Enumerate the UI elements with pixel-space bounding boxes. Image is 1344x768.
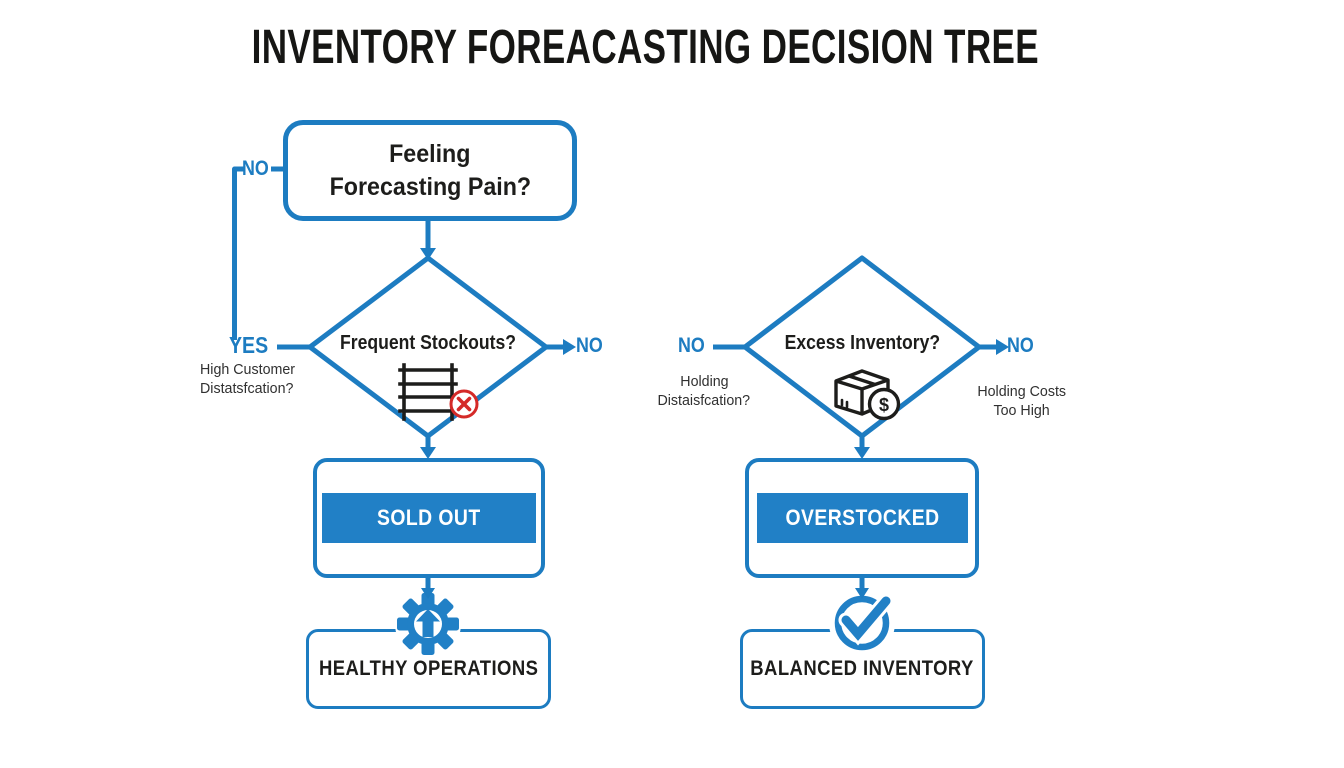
soldout-result-box: SOLD OUT bbox=[313, 458, 545, 578]
excess-no-right-note: Holding Costs Too High bbox=[977, 383, 1067, 419]
root-question-line2: Forecasting Pain? bbox=[329, 172, 531, 201]
root-no-label: NO bbox=[242, 157, 269, 180]
empty-shelf-x-icon bbox=[398, 363, 479, 421]
arrowhead-healthy-in bbox=[421, 588, 435, 599]
dollar-circle bbox=[867, 387, 901, 421]
overstocked-result-box: OVERSTOCKED bbox=[745, 458, 979, 578]
stockouts-question-label: Frequent Stockouts? bbox=[339, 332, 516, 354]
stockouts-yes-note: High Customer Distatsfcation? bbox=[200, 361, 296, 397]
stockouts-no-label: NO bbox=[576, 334, 603, 357]
arrowhead-stockouts-no bbox=[563, 339, 576, 355]
excess-no-right-label: NO bbox=[1007, 334, 1034, 357]
arrowhead-balanced-in bbox=[855, 588, 869, 599]
no-to-yes-elbow-line bbox=[232, 166, 244, 340]
overstocked-banner: OVERSTOCKED bbox=[757, 493, 968, 543]
root-question-box: Feeling Forecasting Pain? bbox=[283, 120, 577, 221]
dollar-sign: $ bbox=[879, 395, 889, 415]
soldout-banner-label: SOLD OUT bbox=[377, 505, 481, 530]
overstocked-banner-label: OVERSTOCKED bbox=[785, 505, 940, 530]
stockouts-yes-label: YES bbox=[229, 332, 269, 358]
healthy-operations-box: HEALTHY OPERATIONS bbox=[306, 629, 551, 709]
balanced-inventory-label: BALANCED INVENTORY bbox=[750, 657, 975, 680]
soldout-banner: SOLD OUT bbox=[322, 493, 536, 543]
package-dollar-icon: $ bbox=[834, 369, 901, 421]
error-circle bbox=[449, 389, 479, 419]
arrowhead-root-down bbox=[420, 248, 436, 260]
healthy-operations-label: HEALTHY OPERATIONS bbox=[318, 657, 539, 680]
x-mark bbox=[456, 396, 472, 412]
excess-no-left-note: Holding Distaisfcation? bbox=[657, 373, 751, 409]
balanced-inventory-box: BALANCED INVENTORY bbox=[740, 629, 985, 709]
root-question-line1: Feeling bbox=[389, 139, 471, 168]
excess-no-left-label: NO bbox=[678, 334, 705, 357]
excess-question-label: Excess Inventory? bbox=[784, 332, 940, 354]
page-title: INVENTORY FOREACASTING DECISION TREE bbox=[251, 21, 1039, 74]
